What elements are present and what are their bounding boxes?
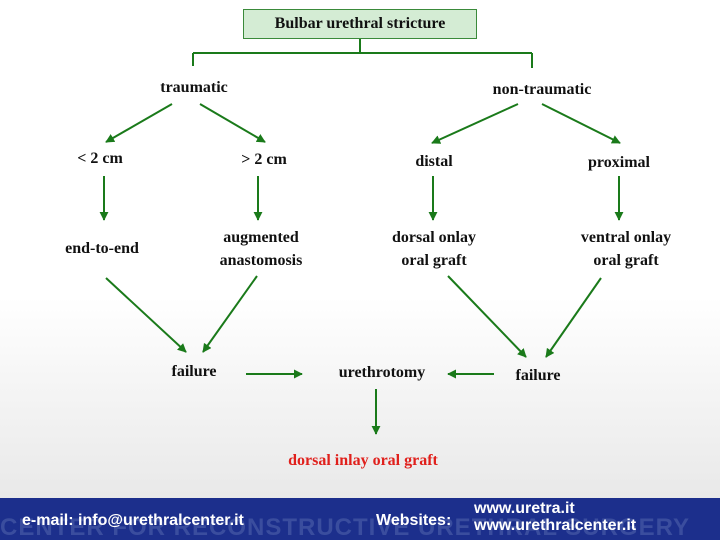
ventral-onlay-line-2: oral graft (593, 252, 659, 269)
dorsal-onlay-line-2: oral graft (401, 252, 467, 269)
footer-watermark: CENTER FOR RECONSTRUCTIVE URETHRAL SURGE… (0, 514, 691, 540)
node-lt-2cm: < 2 cm (77, 150, 123, 167)
node-dorsal-onlay-oral-graft: dorsal onlay oral graft (368, 226, 500, 272)
node-distal: distal (415, 153, 453, 170)
arrow-traumatic-to-lt2cm (105, 103, 173, 143)
arrow-nontraumatic-to-proximal (541, 103, 621, 144)
ventral-onlay-line-1: ventral onlay (580, 229, 672, 246)
arrow-traumatic-to-gt2cm (199, 103, 266, 143)
connector-layer (99, 39, 624, 435)
footer-websites-label: Websites: (376, 512, 452, 529)
footer-bar: CENTER FOR RECONSTRUCTIVE URETHRAL SURGE… (0, 498, 720, 540)
node-urethrotomy: urethrotomy (338, 364, 426, 381)
node-gt-2cm: > 2 cm (241, 151, 287, 168)
arrow-nontraumatic-to-distal (431, 103, 519, 144)
node-failure-left: failure (171, 363, 217, 380)
augmented-line-2: anastomosis (219, 252, 303, 269)
diagram-title: Bulbar urethral stricture (243, 9, 477, 39)
node-end-to-end: end-to-end (65, 240, 139, 257)
arrow-augmented-to-failure (202, 275, 258, 353)
arrow-dorsal-onlay-to-failure (447, 275, 527, 358)
footer-email: e-mail: info@urethralcenter.it (22, 512, 244, 529)
node-traumatic: traumatic (160, 79, 228, 96)
node-dorsal-inlay-oral-graft: dorsal inlay oral graft (288, 452, 438, 469)
footer-website-link-1[interactable]: www.uretra.it (474, 500, 575, 517)
dorsal-onlay-line-1: dorsal onlay (391, 229, 476, 246)
node-augmented-anastomosis: augmented anastomosis (196, 226, 326, 272)
node-proximal: proximal (588, 154, 650, 171)
arrow-ventral-onlay-to-failure (545, 277, 602, 358)
footer-website-link-2[interactable]: www.urethralcenter.it (474, 517, 637, 534)
title-bracket-connector (192, 39, 533, 68)
node-ventral-onlay-oral-graft: ventral onlay oral graft (556, 226, 696, 272)
augmented-line-1: augmented (223, 229, 299, 246)
node-failure-right: failure (515, 367, 561, 384)
arrow-end-to-end-to-failure (105, 277, 187, 353)
node-non-traumatic: non-traumatic (492, 81, 592, 98)
